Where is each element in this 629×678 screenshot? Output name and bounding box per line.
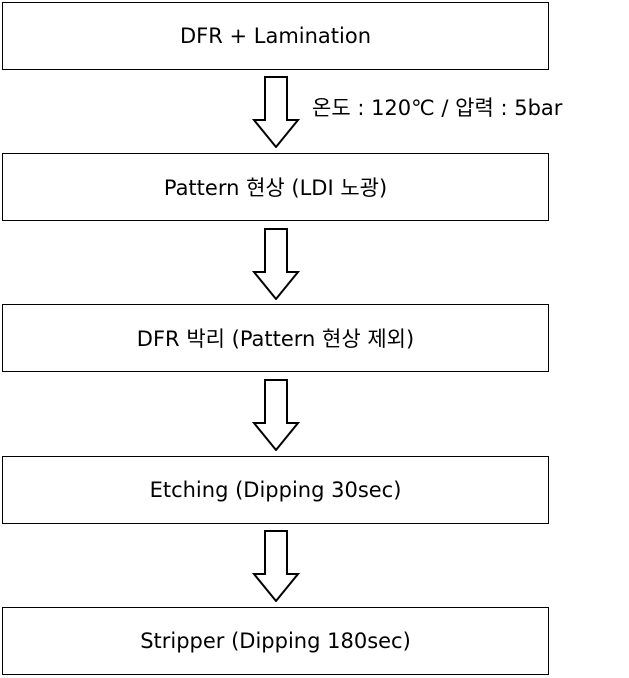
- lamination-condition-note: 온도 : 120℃ / 압력 : 5bar: [312, 96, 563, 120]
- hollow-down-arrow-icon: [252, 530, 300, 602]
- step-label: Stripper (Dipping 180sec): [140, 629, 411, 653]
- hollow-down-arrow-icon: [252, 379, 300, 451]
- step-dfr-stripping: DFR 박리 (Pattern 현상 제외): [2, 304, 549, 372]
- step-label: Etching (Dipping 30sec): [149, 478, 402, 502]
- step-etching: Etching (Dipping 30sec): [2, 456, 549, 524]
- step-label: DFR 박리 (Pattern 현상 제외): [136, 327, 415, 351]
- step-label: DFR + Lamination: [179, 24, 372, 48]
- hollow-down-arrow-icon: [252, 76, 300, 148]
- hollow-down-arrow-icon: [252, 228, 300, 300]
- step-label: Pattern 현상 (LDI 노광): [163, 176, 388, 200]
- step-stripper: Stripper (Dipping 180sec): [2, 607, 549, 675]
- step-pattern-development: Pattern 현상 (LDI 노광): [2, 153, 549, 221]
- step-dfr-lamination: DFR + Lamination: [2, 2, 549, 70]
